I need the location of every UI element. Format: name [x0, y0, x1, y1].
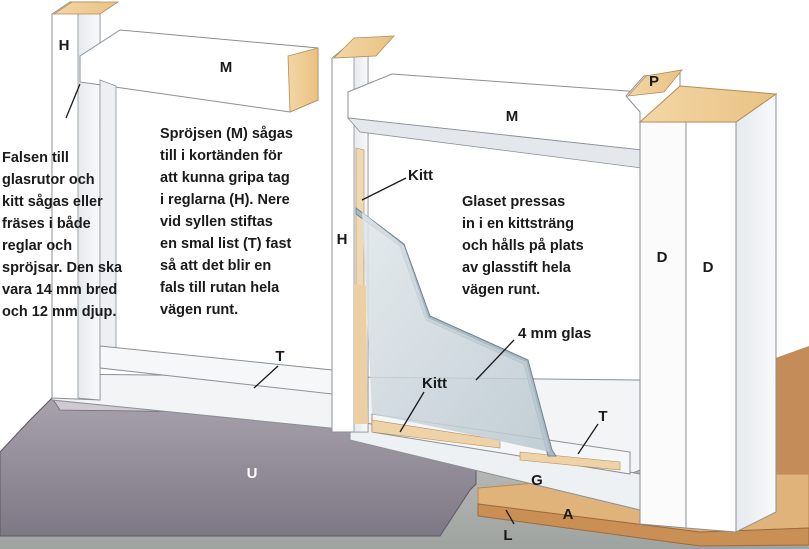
label-m-left: M	[220, 59, 233, 76]
svg-text:glasrutor och: glasrutor och	[2, 172, 95, 188]
svg-text:vägen runt.: vägen runt.	[462, 282, 540, 298]
right-post-p-top	[626, 69, 683, 97]
label-kitt-top: Kitt	[408, 167, 433, 184]
label-t-right: T	[598, 408, 607, 425]
left-rail-m-end	[287, 47, 319, 113]
kitt-strip-lower	[354, 284, 368, 424]
board-d2	[685, 121, 737, 533]
svg-text:spröjsar. Den ska: spröjsar. Den ska	[2, 260, 123, 276]
svg-text:Falsen till: Falsen till	[2, 150, 69, 166]
label-p: P	[649, 73, 659, 90]
middle-post-wood-top	[332, 35, 395, 59]
label-u: U	[247, 465, 258, 482]
label-d2: D	[703, 259, 714, 276]
label-a: A	[563, 506, 574, 523]
svg-text:vara 14 mm bred: vara 14 mm bred	[2, 282, 117, 298]
text-sprojsen: Spröjsen (M) sågas till i kortänden för …	[160, 126, 293, 318]
leader-l	[505, 509, 515, 525]
label-h-mid: H	[337, 231, 348, 248]
svg-text:vägen runt.: vägen runt.	[160, 302, 238, 318]
glass-face	[362, 212, 550, 452]
svg-text:fals till rutan hela: fals till rutan hela	[160, 280, 280, 296]
svg-text:i reglarna (H). Nere: i reglarna (H). Nere	[160, 192, 290, 208]
label-g: G	[531, 472, 543, 489]
leader-glas	[475, 339, 515, 381]
label-glas: 4 mm glas	[518, 325, 591, 342]
label-d1: D	[657, 249, 668, 266]
svg-text:till i kortänden för: till i kortänden för	[160, 148, 283, 164]
left-post-wood-top	[52, 1, 120, 15]
svg-text:så att det blir en: så att det blir en	[160, 258, 271, 274]
label-h-left: H	[59, 37, 70, 54]
label-l: L	[503, 527, 512, 544]
svg-text:kitt sågas eller: kitt sågas eller	[2, 194, 103, 210]
board-d-side	[735, 93, 777, 533]
right-kitt-bottom-right	[519, 451, 621, 471]
svg-text:fräses i både: fräses i både	[2, 216, 91, 232]
svg-text:in i en kittsträng: in i en kittsträng	[462, 216, 574, 232]
svg-text:reglar och: reglar och	[2, 238, 72, 254]
floor-strip-l	[477, 503, 809, 547]
label-m-right: M	[506, 108, 519, 125]
leader-falsen	[65, 83, 81, 119]
label-kitt-bottom: Kitt	[422, 375, 447, 392]
leader-kitt-top	[361, 177, 407, 201]
svg-text:och hålls på plats: och hålls på plats	[462, 238, 584, 254]
label-t-left: T	[275, 348, 284, 365]
svg-text:Glaset pressas: Glaset pressas	[462, 194, 565, 210]
svg-text:en smal list (T) fast: en smal list (T) fast	[160, 236, 292, 252]
text-falsen: Falsen till glasrutor och kitt sågas ell…	[2, 150, 123, 320]
svg-text:att kunna gripa tag: att kunna gripa tag	[160, 170, 290, 186]
svg-text:av glasstift hela: av glasstift hela	[462, 260, 572, 276]
text-glaset: Glaset pressas in i en kittsträng och hå…	[462, 194, 584, 298]
svg-text:och 12 mm djup.: och 12 mm djup.	[2, 304, 116, 320]
leader-t-right	[577, 423, 599, 455]
svg-text:vid syllen stiftas: vid syllen stiftas	[160, 214, 273, 230]
board-d1	[639, 121, 687, 529]
right-kitt-bottom	[371, 419, 501, 449]
leader-t-left	[253, 365, 279, 389]
leader-kitt-bottom	[399, 391, 425, 433]
board-d-top	[638, 85, 778, 123]
svg-text:Spröjsen (M) sågas: Spröjsen (M) sågas	[160, 126, 293, 142]
